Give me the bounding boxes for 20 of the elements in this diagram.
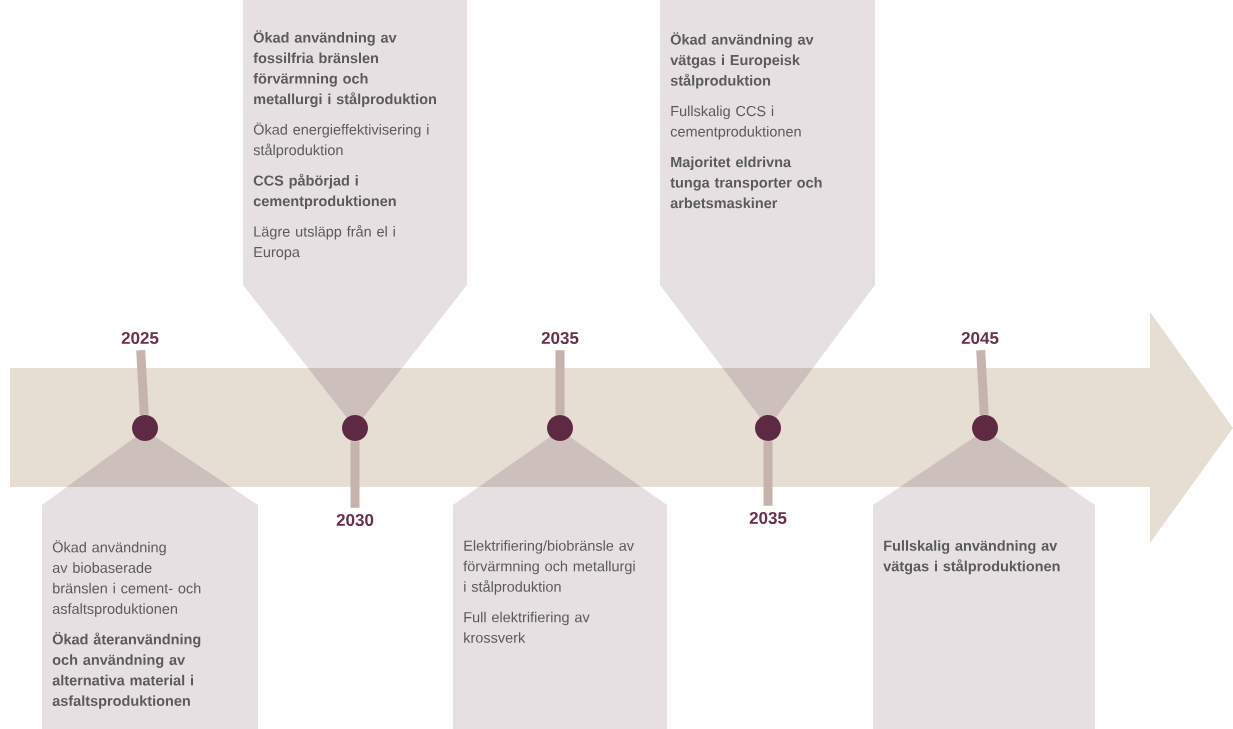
callout-box: Elektrifiering/biobränsle av förvärmning och metallurgi i stålproduktion Full elektrifiering av krossverk <box>453 430 667 729</box>
connector-stem <box>763 441 773 506</box>
year-label: 2025 <box>121 332 159 344</box>
connector-stem <box>350 441 360 508</box>
connector-stem <box>555 350 565 415</box>
year-label: 2030 <box>336 513 374 527</box>
connector-stem <box>136 349 149 416</box>
connector-stem <box>976 349 989 416</box>
timeline-dot <box>755 415 781 441</box>
year-label: 2035 <box>749 511 787 525</box>
callout-box: Ökad användning av fossilfria bränslen förvärmning och metallurgi i stålproduktion Ökad energieffektivisering i stålproduktion CCS påbörjad i cementproduktionen Lägre utsläpp från el i Europa <box>243 0 467 428</box>
timeline-dot <box>972 415 998 441</box>
timeline-dot <box>342 415 368 441</box>
year-label: 2045 <box>961 332 999 344</box>
year-label: 2035 <box>541 331 579 345</box>
callout-box: Ökad användning av vätgas i Europeisk stålproduktion Fullskalig CCS i cementproduktionen Majoritet eldrivna tunga transporter och arbetsmaskiner <box>660 0 875 428</box>
callout-box: Fullskalig användning av vätgas i stålproduktionen <box>873 430 1095 729</box>
callout-box: Ökad användning av biobaserade bränslen i cement- och asfaltsproduktionen Ökad återanvändning och användning av alternativa material i asfaltsproduktionen <box>42 430 258 729</box>
timeline-dot <box>132 415 158 441</box>
timeline-dot <box>547 415 573 441</box>
